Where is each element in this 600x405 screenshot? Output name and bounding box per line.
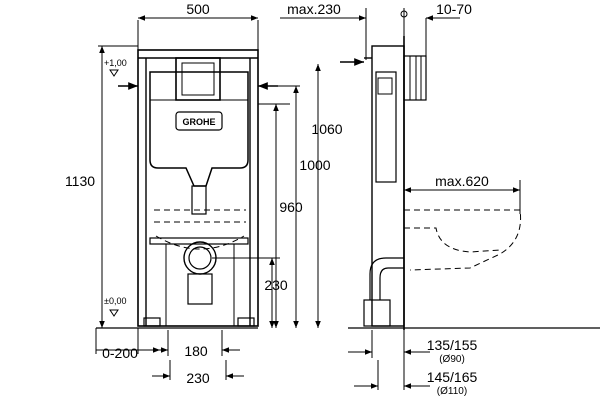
dim-diameter-90: (Ø90)	[439, 354, 465, 365]
level-top-label: +1,00	[104, 58, 127, 68]
foot-left	[143, 317, 161, 327]
dim-offset-0-200: 0-200	[102, 345, 138, 361]
drain-inner	[188, 246, 212, 270]
dim-height-1000: 1000	[299, 157, 330, 173]
dim-height-960: 960	[279, 199, 303, 215]
drain-socket	[363, 299, 391, 327]
front-view	[96, 49, 278, 329]
dim-width-230: 230	[186, 370, 210, 386]
bowl-curve-dashed	[155, 235, 245, 250]
level-bottom-label: ±0,00	[104, 296, 126, 306]
dim-height-1060: 1060	[311, 121, 342, 137]
front-dimensions	[95, 15, 321, 380]
side-frame	[371, 45, 405, 327]
dim-depth-10-70: 10-70	[436, 1, 472, 17]
wall-plate	[403, 55, 427, 101]
dim-145-165: 145/165	[427, 369, 478, 385]
foot-right	[237, 317, 255, 327]
flush-pipe	[191, 185, 207, 215]
dim-width-500: 500	[186, 1, 210, 17]
dim-max-230: max.230	[287, 1, 341, 17]
dim-max-620: max.620	[435, 173, 489, 189]
dim-135-155: 135/155	[427, 337, 478, 353]
drain-bend	[369, 257, 404, 300]
bowl-outline-dashed	[154, 209, 246, 223]
dim-height-230: 230	[264, 277, 288, 293]
dim-width-180: 180	[184, 343, 208, 359]
cistern-side	[375, 71, 397, 183]
frame-outline	[137, 49, 259, 327]
dim-diameter-110: (Ø110)	[437, 386, 467, 397]
support-crossbar	[149, 237, 249, 245]
bowl-side-dashed	[404, 209, 522, 271]
dim-height-1130: 1130	[65, 173, 95, 189]
cistern-body	[149, 71, 249, 187]
brand-badge	[175, 111, 223, 131]
side-dimensions	[280, 8, 521, 390]
flush-plate-inner	[181, 62, 215, 96]
brand-logo-text: GROHE	[182, 117, 215, 127]
flush-plate-opening	[175, 57, 221, 101]
waste-pipe	[187, 273, 213, 305]
side-view	[340, 36, 600, 330]
